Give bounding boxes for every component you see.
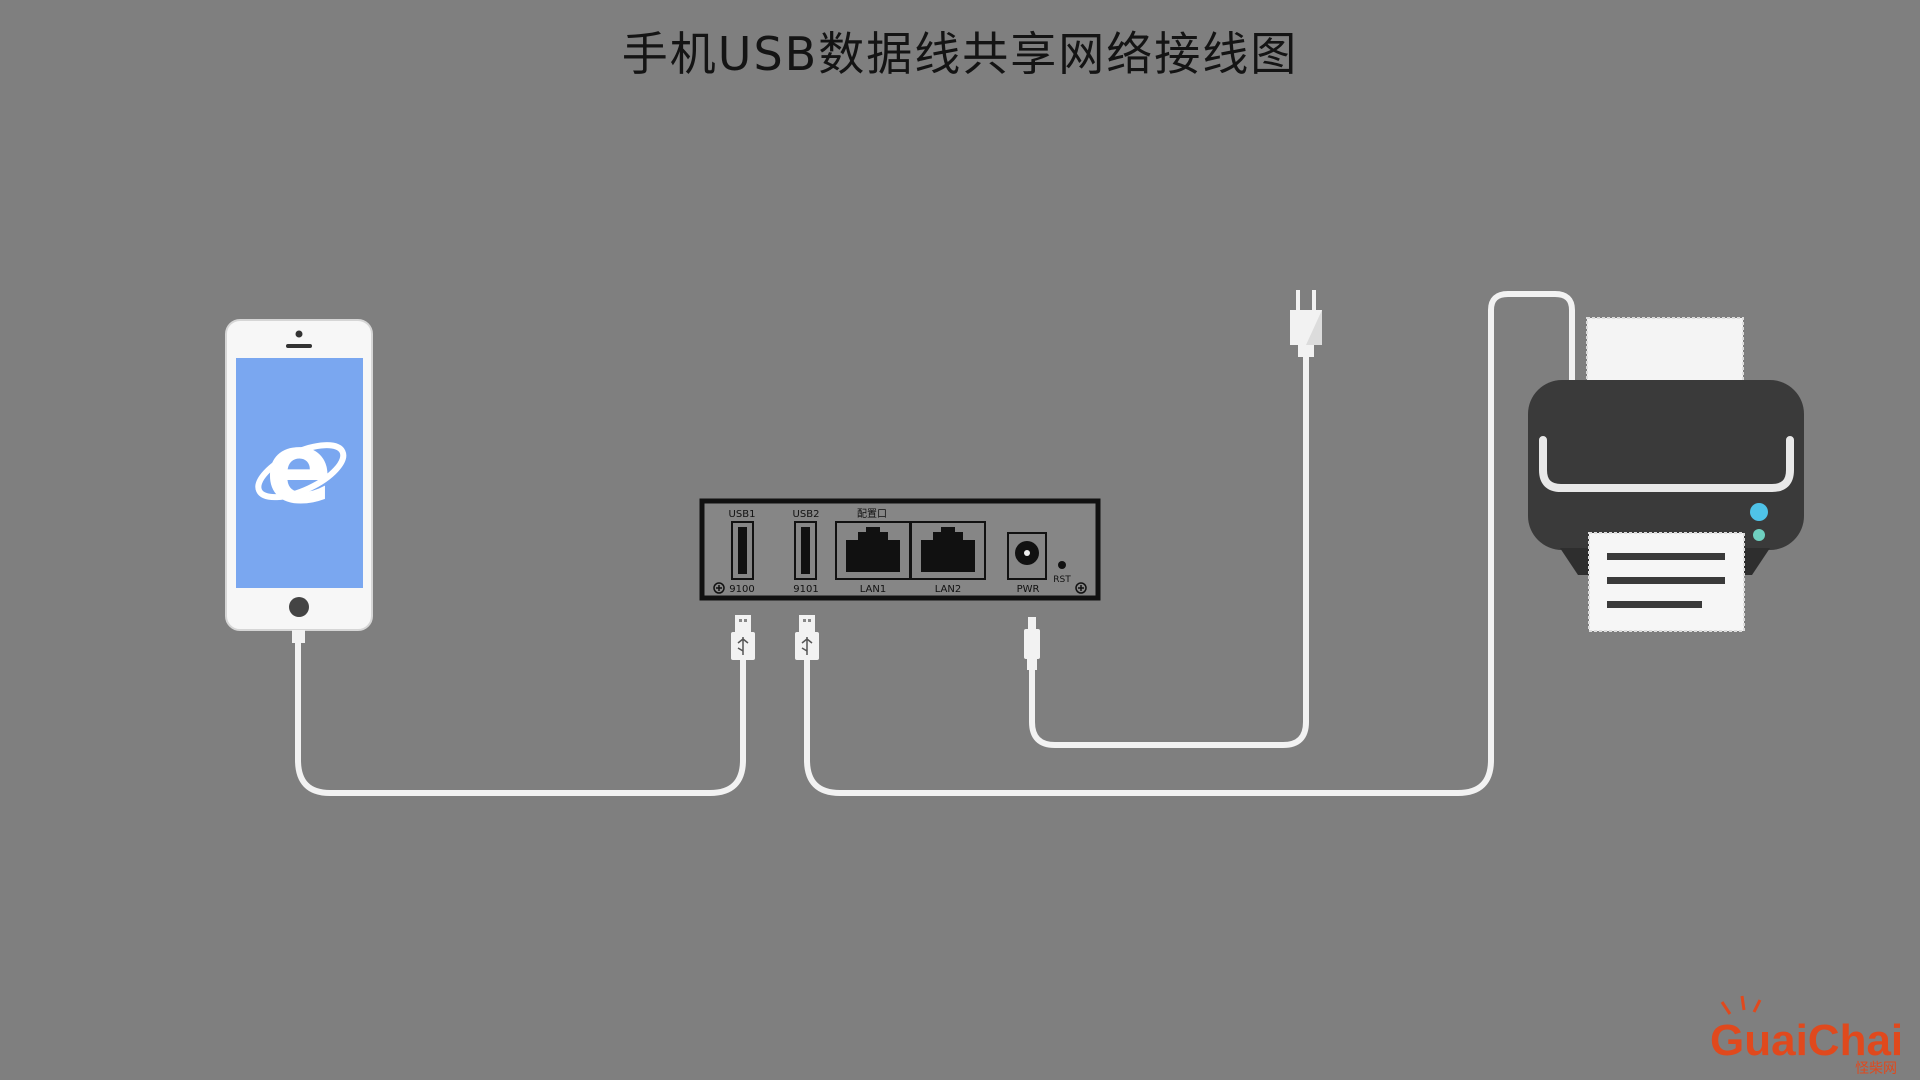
cables [295, 291, 1575, 796]
cable-phone-to-usb1 [295, 637, 746, 796]
diagram-title: 手机USB数据线共享网络接线图 [621, 27, 1299, 81]
usb2-port-number: 9101 [793, 584, 818, 595]
cable-usb2-to-printer [804, 291, 1575, 796]
watermark-brand: GuaiChai [1710, 1016, 1903, 1065]
usb1-port-number: 9100 [729, 584, 754, 595]
internet-explorer-icon: e [255, 412, 347, 526]
lan2-port [910, 521, 986, 580]
watermark-logo: GuaiChai 怪柴网 [1710, 995, 1903, 1077]
lan1-label: LAN1 [860, 584, 886, 595]
pwr-label: PWR [1017, 584, 1040, 595]
dc-plug-icon [1024, 617, 1040, 670]
power-jack [1007, 532, 1047, 580]
lan2-label: LAN2 [935, 584, 961, 595]
watermark-sub: 怪柴网 [1855, 1061, 1897, 1077]
usb2-port [794, 521, 817, 580]
printer-led [1753, 529, 1765, 541]
usb-connector-icon [795, 615, 819, 660]
screw-icon [713, 582, 725, 594]
cable-pwr-to-plug [1029, 347, 1309, 748]
usb2-label: USB2 [793, 509, 820, 520]
rst-label: RST [1053, 575, 1071, 585]
usb1-port [731, 521, 754, 580]
print-server-device: USB1 9100 USB2 9101 配置口 LAN1 LAN2 PWR [699, 498, 1101, 601]
config-port-label: 配置口 [857, 508, 887, 520]
usb-connector-icon [731, 615, 755, 660]
usb1-label: USB1 [729, 509, 756, 520]
svg-text:e: e [266, 412, 332, 526]
printer-led [1750, 503, 1768, 521]
power-plug-icon [1290, 290, 1322, 357]
screw-icon [1075, 582, 1087, 594]
phone-home-button [289, 597, 309, 617]
reset-button [1058, 561, 1066, 569]
phone-screen [236, 358, 363, 588]
printer-icon [1528, 317, 1804, 632]
smartphone-icon: e [225, 319, 373, 643]
